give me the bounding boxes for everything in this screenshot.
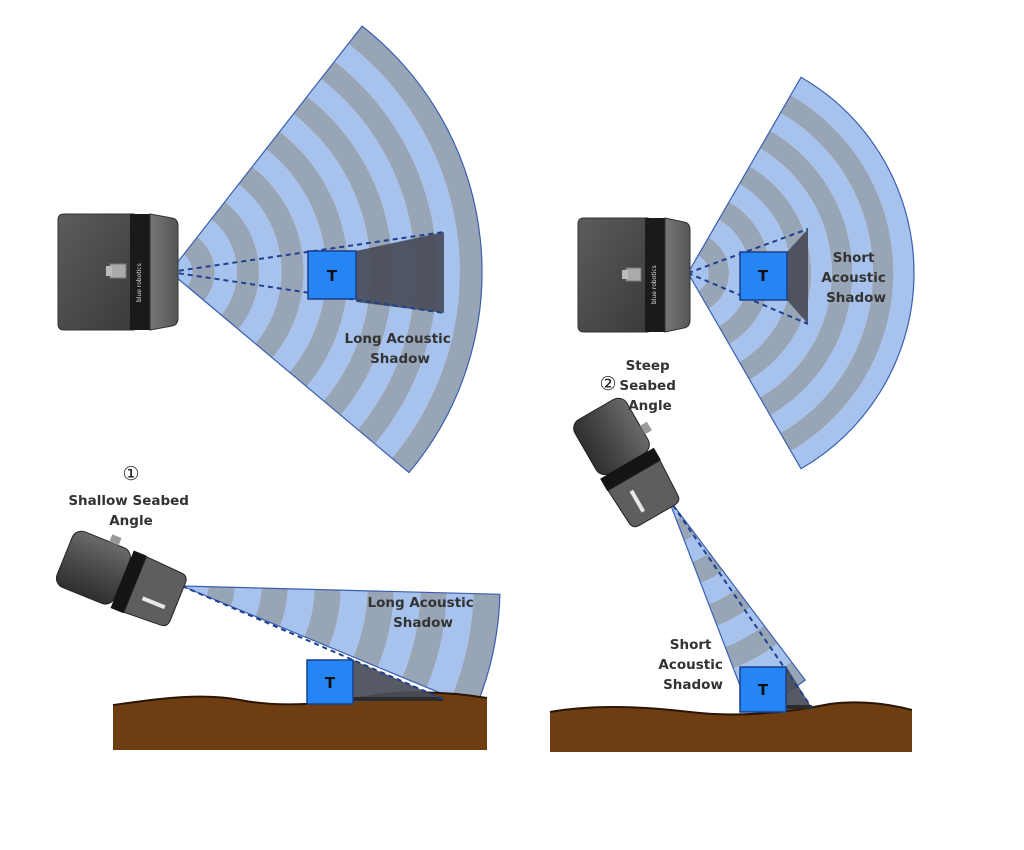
top-left-scene: T blue robotics Long Acoustic Shadow [57,25,483,474]
beam-band [676,516,696,541]
steep-angle-scene: T ② Steep Seabed Angle Short Acoustic Sh… [549,358,913,752]
target-box [306,659,354,705]
sonar-device: blue robotics [577,217,691,333]
target-marker: T [325,674,336,692]
beam-band [770,112,873,434]
beam-band [708,589,751,626]
beam-band [377,591,421,678]
scenario-number: ② [599,373,616,395]
shallow-angle-scene: T ① Shallow Seabed Angle Long Acoustic S… [55,463,501,750]
scenario-title: Steep Seabed Angle [619,358,680,414]
beam-band [759,130,853,416]
beam-band [692,552,723,584]
beam-band [211,201,260,330]
beam-band [279,113,371,401]
beam-band [451,593,500,708]
beam-band [402,592,447,688]
beam-band [729,184,791,362]
target-marker: T [758,681,769,699]
target-box [739,251,788,301]
brand-label: blue robotics [651,265,658,304]
sonar-device: blue robotics [57,213,179,331]
beam-band [255,588,288,627]
sonar-beam [181,585,501,709]
target-marker: T [327,267,338,285]
sonar-beam-fan [169,25,483,474]
beam-band [197,219,237,315]
shadow-ray [181,585,444,700]
beam-band [718,201,771,345]
beam-band [700,570,737,605]
beam-band [206,586,235,607]
scenario-title: Shallow Seabed Angle [68,493,193,529]
top-right-scene: T blue robotics Short Acoustic Shadow [577,76,915,470]
beam-band [780,95,894,451]
target-box [739,666,787,713]
beam-band [328,590,368,657]
target-box [307,250,357,300]
sonar-device [55,530,187,627]
beam-band [307,78,416,430]
beam-band [238,166,304,358]
target-marker: T [758,267,769,285]
brand-label: blue robotics [136,263,143,302]
shadow-ray [667,497,813,709]
seabed [113,692,487,750]
shadow-ray-upper [169,231,445,273]
beam-band [739,166,812,380]
shadow-ray-lower [169,271,445,314]
beam-band [320,61,438,444]
beam-band [749,148,832,398]
scenario-number: ① [122,463,139,485]
shadow-ray-upper [687,228,809,274]
acoustic-shadow [356,232,444,313]
beam-band [698,237,730,309]
shadow-label: Short Acoustic Shadow [658,637,727,693]
sonar-beam-fan [687,76,915,470]
shadow-label: Short Acoustic Shadow [821,250,890,306]
beam-band [684,534,710,562]
beam-band [224,184,282,344]
beam-band [183,236,215,301]
acoustic-shadow [787,229,808,324]
beam-band [252,149,326,373]
beam-band [293,96,393,416]
shadow-label: Long Acoustic Shadow [367,595,478,631]
beam-outline [687,76,915,470]
beam-band [717,607,765,647]
beam-band [334,43,460,459]
beam-band [353,590,394,668]
beam-band [725,625,778,669]
beam-band [279,588,315,637]
shadow-label: Long Acoustic Shadow [344,331,455,367]
sonar-device [573,397,680,528]
seabed [550,702,912,752]
beam-band [790,77,914,469]
beam-band [304,589,341,647]
beam-band [348,26,482,473]
beam-outline [169,25,483,474]
beam-band [426,592,474,698]
beam-band [266,131,349,387]
